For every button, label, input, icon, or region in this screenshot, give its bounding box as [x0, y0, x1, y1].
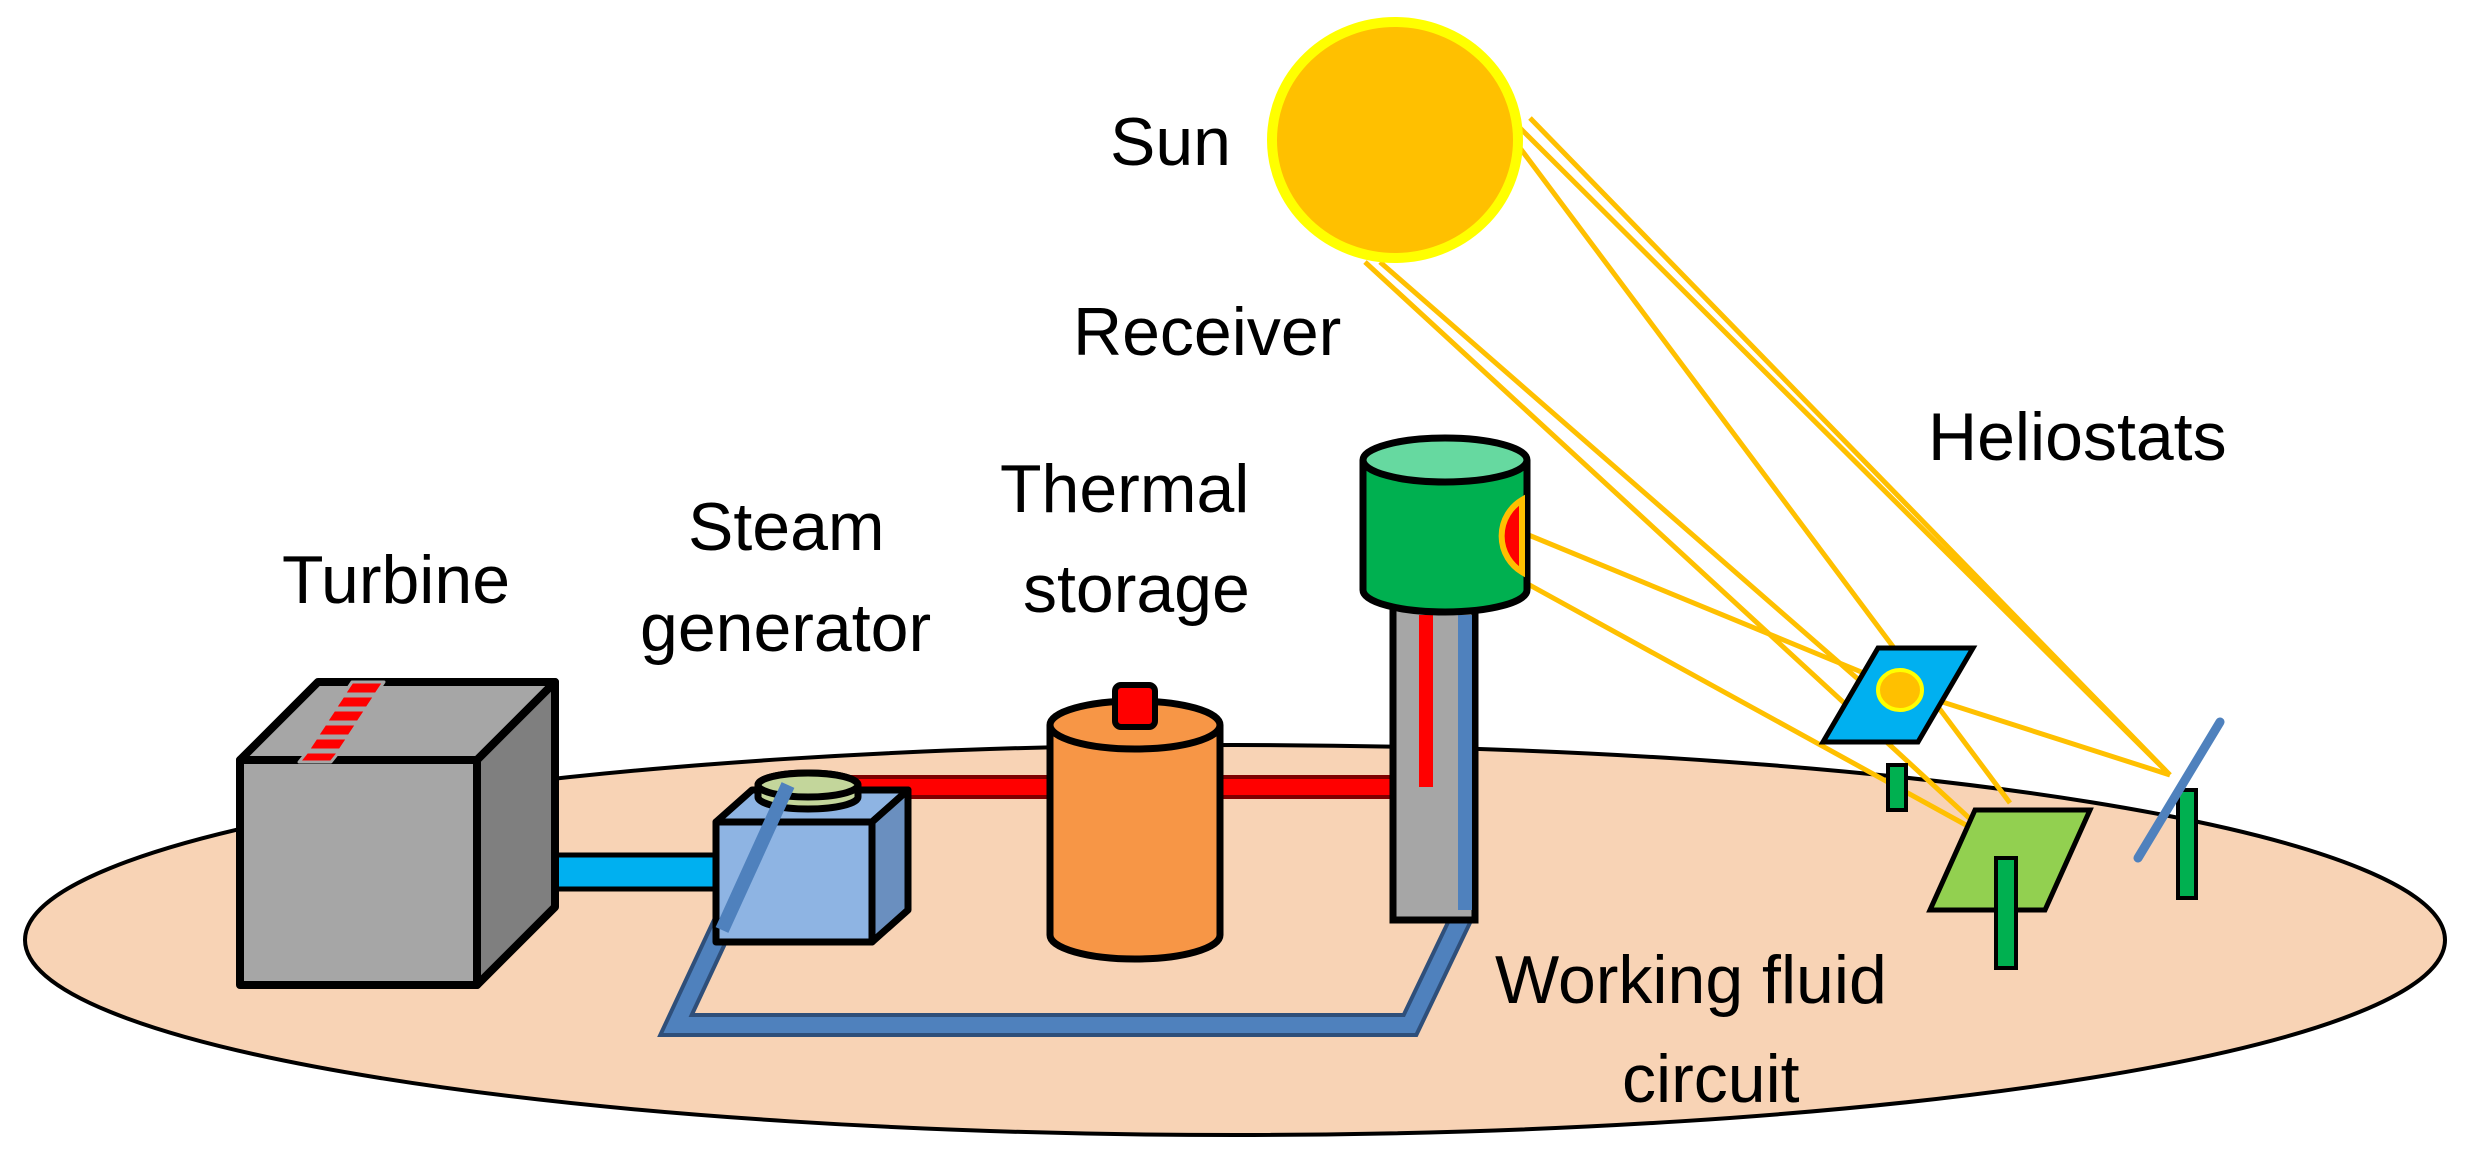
label-steam-generator-line1: Steam — [688, 489, 885, 565]
heliostat-blue — [1818, 645, 1978, 812]
label-sun: Sun — [1110, 104, 1231, 180]
label-turbine: Turbine — [282, 542, 511, 618]
heliostat-green — [1926, 807, 2094, 970]
label-heliostats: Heliostats — [1928, 399, 2227, 475]
heliostat-edge — [2133, 717, 2225, 900]
label-thermal-storage-line1: Thermal — [1000, 451, 1250, 527]
label-working-fluid-line1: Working fluid — [1495, 942, 1887, 1018]
label-thermal-storage-line2: storage — [1023, 551, 1250, 627]
receiver-aperture — [1498, 494, 1525, 578]
turbine — [236, 678, 559, 989]
label-working-fluid-line2: circuit — [1622, 1041, 1800, 1117]
cold-return-inlet — [715, 782, 795, 933]
label-steam-generator-line2: generator — [640, 590, 932, 666]
turbine-stripes — [297, 680, 386, 764]
label-receiver: Receiver — [1073, 294, 1342, 370]
receiver-tower — [1359, 434, 1531, 924]
steam-generator — [712, 769, 912, 946]
thermal-storage — [1046, 682, 1224, 963]
ground-ellipse — [23, 743, 2447, 1137]
sun — [1267, 17, 1523, 263]
